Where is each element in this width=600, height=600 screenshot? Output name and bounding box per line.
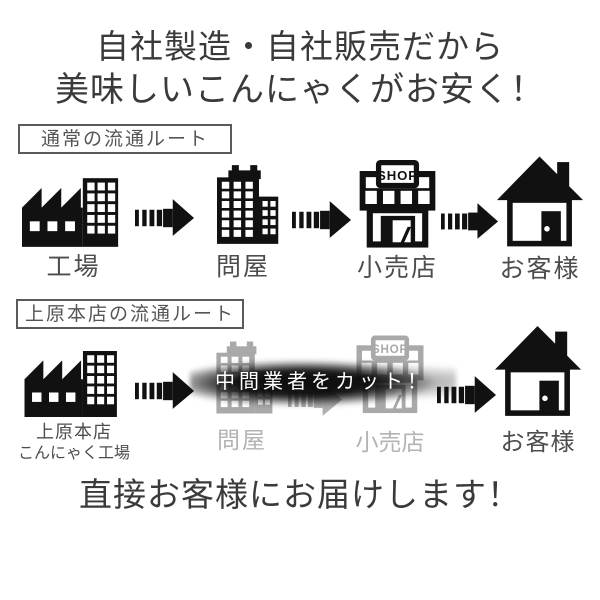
banner-smear-background xyxy=(190,354,456,410)
flow-arrow-icon xyxy=(135,197,195,238)
headline-line-2: 美味しいこんにゃくがお安く！ xyxy=(55,72,545,109)
flow-arrow-icon xyxy=(437,374,497,415)
retail-label: 小売店 xyxy=(356,255,438,282)
uehara-factory-icon xyxy=(24,351,124,417)
factory-icon xyxy=(22,178,125,247)
uehara-factory-label-line2: こんにゃく工場 xyxy=(17,445,130,462)
uehara-route-label: 上原本店の流通ルート xyxy=(16,299,244,329)
uehara-customer-house-icon xyxy=(494,324,582,417)
wholesaler-building-icon xyxy=(210,162,280,247)
customer-label: お客様 xyxy=(499,256,581,283)
skipped-wholesaler-label: 問屋 xyxy=(217,428,267,453)
banner-text: 中間業者をカット！ xyxy=(215,371,431,393)
uehara-factory-label-line1: 上原本店 xyxy=(36,422,112,442)
normal-route-label: 通常の流通ルート xyxy=(18,124,232,154)
skipped-retail-label: 小売店 xyxy=(355,430,425,455)
flow-arrow-icon xyxy=(135,370,195,411)
factory-label: 工場 xyxy=(46,254,101,281)
wholesaler-label: 問屋 xyxy=(215,254,270,281)
retail-shop-icon xyxy=(355,160,440,248)
customer-house-icon xyxy=(496,154,584,248)
flow-arrow-icon xyxy=(292,199,352,240)
headline-line-1: 自社製造・自社販売だから xyxy=(96,30,504,66)
uehara-customer-label: お客様 xyxy=(500,430,576,456)
middleman-cut-banner: 中間業者をカット！ xyxy=(190,354,456,410)
footer-message: 直接お客様にお届けします！ xyxy=(79,478,521,514)
flow-arrow-icon xyxy=(441,201,499,241)
